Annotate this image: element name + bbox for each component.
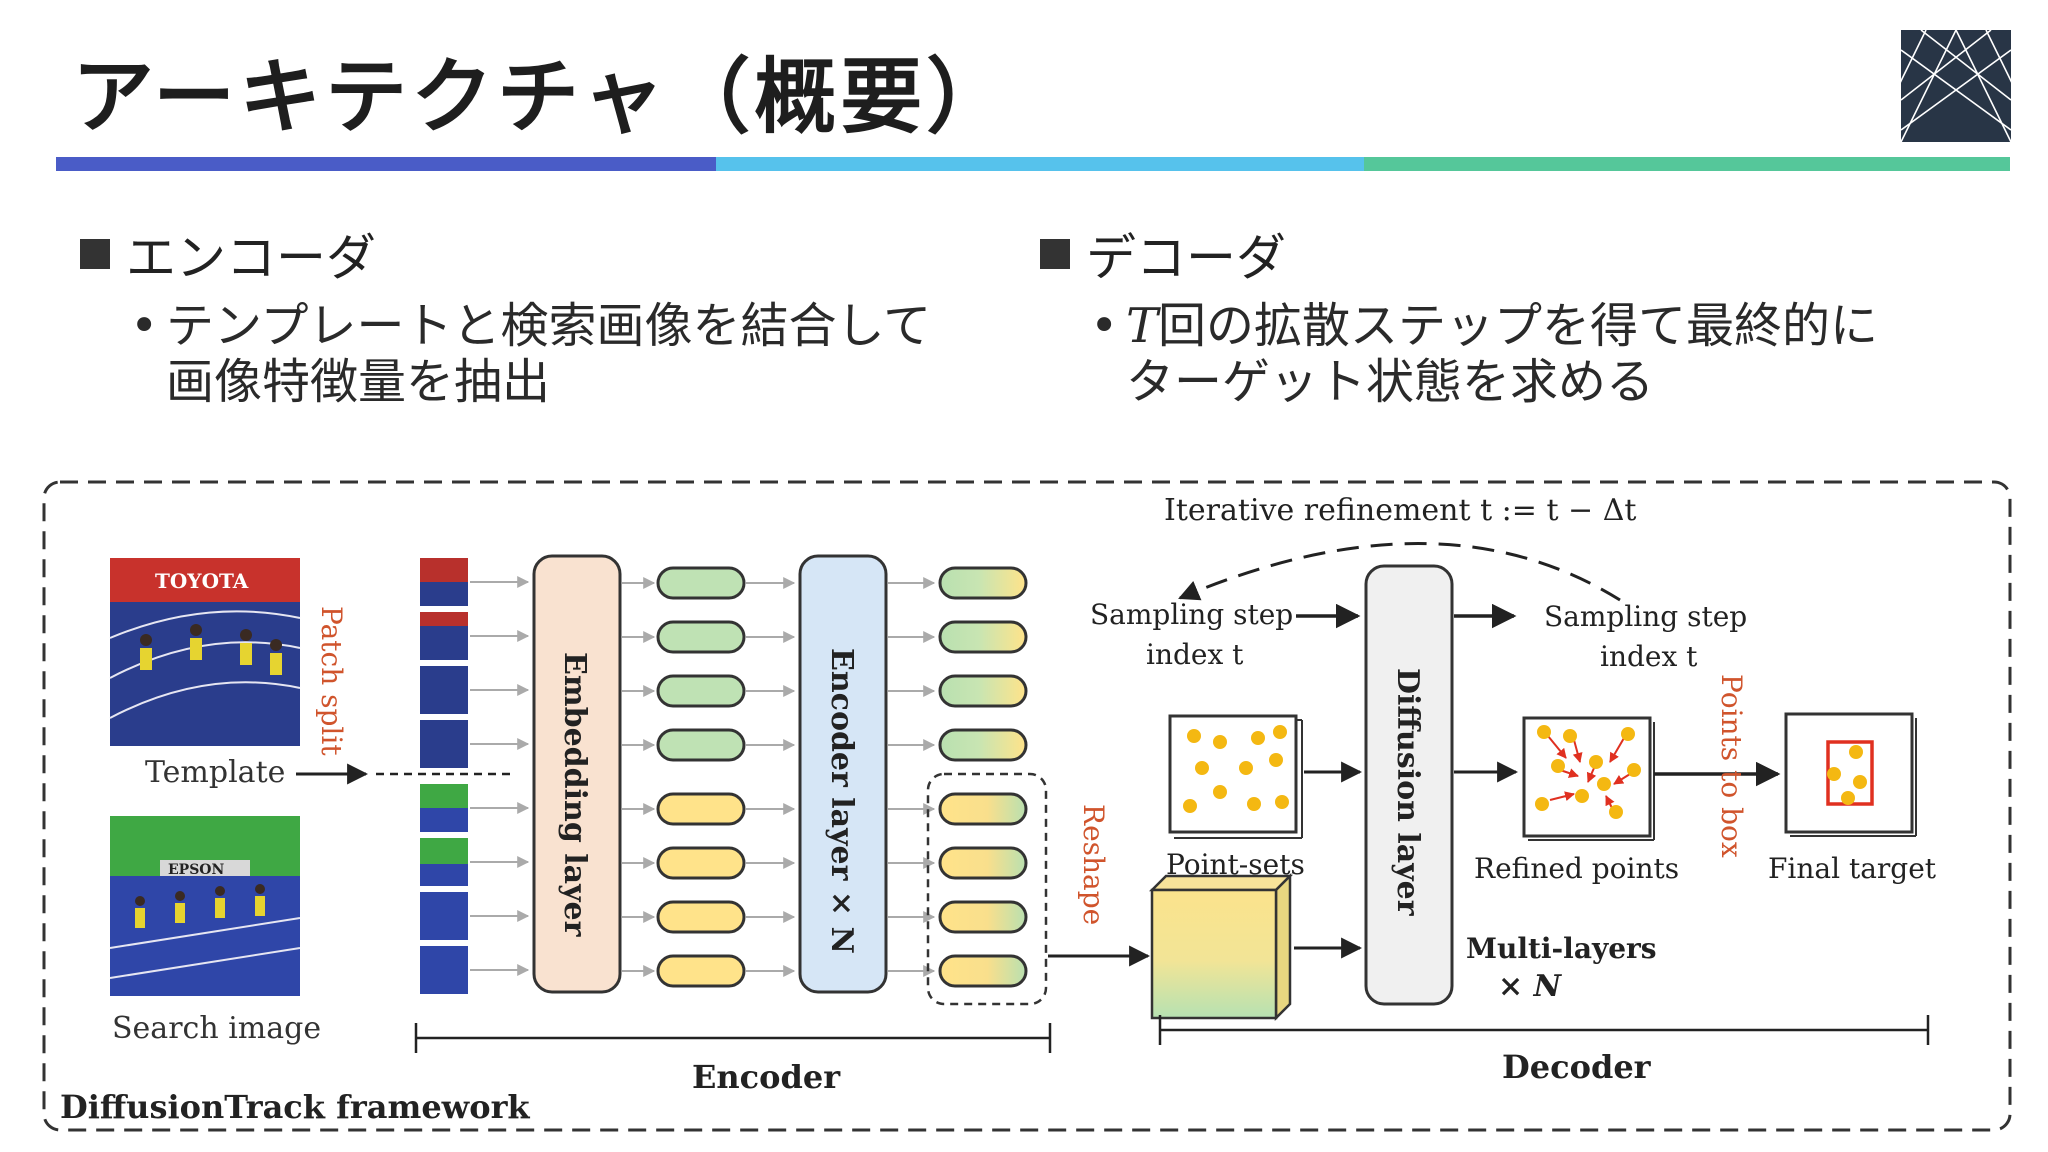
slide-title: アーキテクチャ（概要） (72, 50, 1013, 145)
logo (1870, 28, 2042, 143)
search-patches (420, 784, 468, 994)
sampling-step-right-line1: Sampling step (1544, 600, 1747, 633)
title-underline (56, 157, 2010, 171)
bullet-dot-icon: • (130, 298, 159, 354)
multi-layers-count: × N (1498, 969, 1563, 1004)
underline-segment-cyan (716, 157, 1364, 171)
refined-points-label: Refined points (1474, 852, 1679, 885)
template-image: TOYOTA (109, 558, 301, 746)
final-target-label: Final target (1768, 852, 1937, 885)
search-image-label: Search image (112, 1011, 321, 1046)
points-to-box-label: Points to box (1715, 674, 1748, 858)
decoder-label: Decoder (1502, 1048, 1652, 1086)
point-sets-box (1168, 714, 1303, 839)
decoder-heading-text: デコーダ (1086, 229, 1286, 287)
iterative-loop-arrow (1178, 542, 1621, 602)
template-patches (420, 558, 468, 768)
encoder-tokens (938, 566, 1028, 988)
encoder-layer-label: Encoder layer × N (824, 648, 859, 954)
search-token-selection (926, 772, 1048, 1006)
framework-frame (42, 480, 2012, 1132)
sampling-step-left-line1: Sampling step (1090, 598, 1293, 631)
embedding-layer-block (532, 554, 622, 994)
decoder-bracket (1158, 1015, 1930, 1045)
encoder-bullet-line1: テンプレートと検索画像を結合して (166, 298, 932, 354)
underline-segment-blue (56, 157, 716, 171)
diffusiontrack-diagram: TOYOTA Template EPSON Search image Patch… (42, 480, 2012, 1132)
encoder-heading: エンコーダ (80, 218, 376, 290)
decoder-bullet-variable: T (1126, 298, 1159, 354)
point-sets-label: Point-sets (1166, 848, 1305, 881)
bullet-dot-icon: • (1090, 298, 1119, 354)
final-target-box (1784, 712, 1917, 837)
square-bullet-icon (80, 239, 110, 269)
refined-points-box (1522, 716, 1655, 841)
encoder-layer-block (798, 554, 888, 994)
square-bullet-icon (1040, 239, 1070, 269)
template-label: Template (145, 755, 285, 790)
encoder-label: Encoder (692, 1058, 841, 1096)
encoder-arrows (888, 577, 936, 977)
reshape-label: Reshape (1077, 804, 1110, 925)
decoder-bullet-line1: 回の拡散ステップを得て最終的に (1158, 298, 1879, 354)
patch-split-label: Patch split (315, 606, 348, 756)
decoder-bullet-line2: ターゲット状態を求める (1126, 354, 1655, 410)
sampling-step-left-line2: index t (1146, 638, 1244, 671)
template-sign-text: TOYOTA (155, 569, 249, 593)
encoder-bullet: •テンプレートと検索画像を結合して 画像特徴量を抽出 (130, 298, 931, 410)
feature-cube (1148, 872, 1294, 1022)
encoder-heading-text: エンコーダ (126, 229, 376, 287)
underline-segment-green (1364, 157, 2010, 171)
framework-label: DiffusionTrack framework (60, 1088, 530, 1126)
encoder-bullet-line2: 画像特徴量を抽出 (166, 354, 551, 410)
embedding-layer-label: Embedding layer (557, 652, 592, 938)
search-image: EPSON (109, 816, 301, 996)
patch-arrows (470, 576, 530, 976)
embedding-tokens (656, 566, 746, 988)
decoder-bullet: •T回の拡散ステップを得て最終的に ターゲット状態を求める (1090, 298, 1878, 410)
iterative-refinement-label: Iterative refinement t := t − Δt (1164, 493, 1636, 528)
diffusion-layer-label: Diffusion layer (1390, 668, 1425, 917)
search-sign-text: EPSON (168, 862, 225, 878)
multi-layers-label: Multi-layers (1466, 932, 1657, 965)
embedding-arrows (622, 577, 796, 977)
decoder-heading: デコーダ (1040, 218, 1286, 290)
encoder-bracket (414, 1023, 1052, 1053)
diffusion-layer-block (1364, 564, 1454, 1006)
sampling-step-right-line2: index t (1600, 640, 1698, 673)
